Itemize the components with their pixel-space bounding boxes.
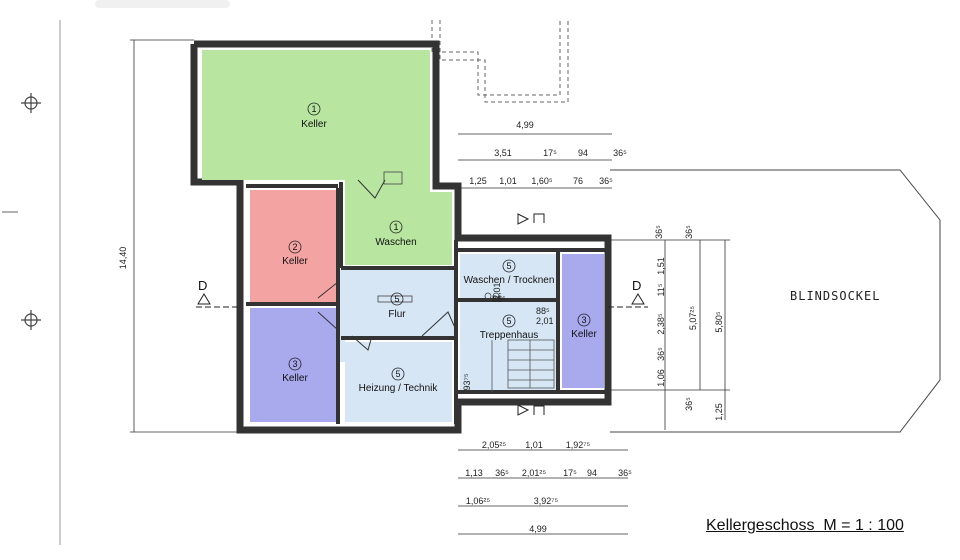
svg-text:5: 5 bbox=[506, 316, 511, 326]
dim-left: 14,40 bbox=[118, 247, 128, 270]
svg-text:11⁵: 11⁵ bbox=[656, 283, 666, 296]
svg-text:4,99: 4,99 bbox=[529, 524, 547, 534]
room-waschen-trocknen bbox=[460, 254, 556, 300]
svg-text:1,51: 1,51 bbox=[656, 257, 666, 275]
svg-text:1,01: 1,01 bbox=[525, 440, 543, 450]
washer-fixtures bbox=[377, 171, 500, 303]
room-treppenhaus-label: 5 Treppenhaus bbox=[480, 314, 539, 341]
svg-text:36⁵: 36⁵ bbox=[618, 468, 632, 478]
room-keller-1-label: 1 Keller bbox=[301, 102, 327, 130]
svg-text:1: 1 bbox=[393, 222, 398, 232]
room-heizung-label: 5 Heizung / Technik bbox=[359, 367, 439, 394]
svg-text:2,01: 2,01 bbox=[536, 316, 554, 326]
svg-text:D: D bbox=[632, 278, 641, 293]
room-keller-3-left-label: 3 Keller bbox=[282, 357, 308, 384]
svg-text:94: 94 bbox=[578, 148, 588, 158]
room-labels: 1 Keller 1 Waschen 2 Keller 5 Flur 3 Kel… bbox=[282, 102, 597, 394]
staircase bbox=[491, 339, 555, 392]
svg-text:2,01²⁵: 2,01²⁵ bbox=[522, 468, 547, 478]
top-bar bbox=[95, 0, 230, 8]
building-walls bbox=[190, 40, 612, 434]
dims-misc: 93⁷⁵ 88⁵ 2,01 88⁵ 2,01 bbox=[462, 282, 554, 390]
svg-text:88⁵: 88⁵ bbox=[536, 306, 550, 316]
svg-text:1,06²⁵: 1,06²⁵ bbox=[466, 496, 491, 506]
room-waschen-trocknen-label: 5 Waschen / Trocknen bbox=[464, 259, 555, 286]
svg-text:93⁷⁵: 93⁷⁵ bbox=[462, 373, 472, 390]
svg-text:3: 3 bbox=[292, 359, 297, 369]
svg-text:36⁵: 36⁵ bbox=[684, 225, 694, 239]
room-heizung bbox=[345, 342, 452, 422]
svg-text:2,38⁵: 2,38⁵ bbox=[656, 313, 666, 335]
svg-text:Flur: Flur bbox=[388, 309, 406, 320]
svg-text:1,25: 1,25 bbox=[469, 176, 487, 186]
section-mark-right: D bbox=[608, 278, 648, 308]
svg-text:36⁵: 36⁵ bbox=[613, 148, 627, 158]
room-flur-label: 5 Flur bbox=[388, 292, 406, 320]
room-waschen-label: 1 Waschen bbox=[375, 220, 417, 248]
room-flur bbox=[338, 270, 456, 362]
svg-text:36⁵: 36⁵ bbox=[495, 468, 509, 478]
dims-top: 4,99 3,51 17⁵ 94 36⁵ 1,25 1,01 1,60⁵ 76 … bbox=[469, 120, 627, 186]
svg-text:5: 5 bbox=[395, 369, 400, 379]
svg-text:Keller: Keller bbox=[282, 373, 308, 384]
svg-text:17⁵: 17⁵ bbox=[543, 148, 557, 158]
room-keller-2-label: 2 Keller bbox=[282, 240, 308, 267]
svg-text:1: 1 bbox=[311, 104, 316, 114]
svg-text:Keller: Keller bbox=[301, 119, 327, 130]
dimension-lines bbox=[130, 39, 730, 535]
svg-text:36⁵: 36⁵ bbox=[656, 347, 666, 361]
room-waschen bbox=[345, 180, 452, 265]
section-arrow-bottom bbox=[517, 404, 545, 416]
svg-text:1,13: 1,13 bbox=[465, 468, 483, 478]
svg-text:5: 5 bbox=[394, 294, 399, 304]
svg-text:36⁵: 36⁵ bbox=[654, 225, 664, 239]
svg-text:Heizung / Technik: Heizung / Technik bbox=[359, 383, 439, 394]
svg-text:36⁵: 36⁵ bbox=[599, 176, 613, 186]
svg-text:3: 3 bbox=[581, 315, 586, 325]
svg-text:1,06: 1,06 bbox=[656, 369, 666, 387]
svg-text:1,92⁷⁵: 1,92⁷⁵ bbox=[566, 440, 591, 450]
svg-text:94: 94 bbox=[587, 468, 597, 478]
dims-bottom: 2,05²⁵ 1,01 1,92⁷⁵ 1,13 36⁵ 2,01²⁵ 17⁵ 9… bbox=[465, 440, 632, 534]
svg-text:2,01: 2,01 bbox=[492, 282, 502, 300]
svg-text:1,25: 1,25 bbox=[714, 403, 724, 421]
svg-text:5: 5 bbox=[506, 261, 511, 271]
svg-text:Keller: Keller bbox=[282, 256, 308, 267]
svg-text:5,07²⁵: 5,07²⁵ bbox=[688, 306, 698, 331]
plan-title: Kellergeschoss M = 1 : 100 bbox=[706, 517, 904, 534]
svg-text:1,60⁵: 1,60⁵ bbox=[531, 176, 553, 186]
svg-text:3,51: 3,51 bbox=[494, 148, 512, 158]
dashed-outline bbox=[431, 20, 569, 103]
svg-text:Waschen / Trocknen: Waschen / Trocknen bbox=[464, 275, 555, 286]
svg-text:2: 2 bbox=[292, 242, 297, 252]
svg-text:88⁵: 88⁵ bbox=[492, 294, 506, 304]
blindsockel-label: BLINDSOCKEL bbox=[790, 289, 880, 303]
room-keller-2 bbox=[250, 190, 338, 304]
svg-text:2,05²⁵: 2,05²⁵ bbox=[482, 440, 507, 450]
room-keller-3-left bbox=[250, 308, 338, 422]
section-arrow-top bbox=[517, 213, 545, 225]
svg-text:D: D bbox=[198, 278, 207, 293]
svg-text:36⁵: 36⁵ bbox=[684, 397, 694, 411]
door-swings bbox=[317, 179, 457, 351]
svg-text:5,80⁵: 5,80⁵ bbox=[714, 311, 724, 333]
svg-text:4,99: 4,99 bbox=[516, 120, 534, 130]
svg-text:Keller: Keller bbox=[571, 329, 597, 340]
blindsockel-outline bbox=[610, 169, 941, 433]
crosshair-icon bbox=[21, 93, 41, 113]
room-keller-3-right-label: 3 Keller bbox=[571, 313, 597, 340]
svg-text:17⁵: 17⁵ bbox=[563, 468, 577, 478]
section-mark-left: D bbox=[196, 278, 240, 308]
room-keller-3-right bbox=[562, 254, 604, 388]
svg-text:76: 76 bbox=[573, 176, 583, 186]
dims-right: 36⁵ 36⁵ 1,51 11⁵ 2,38⁵ 36⁵ 1,06 5,07²⁵ 5… bbox=[654, 225, 724, 421]
svg-text:Treppenhaus: Treppenhaus bbox=[480, 330, 539, 341]
svg-text:Waschen: Waschen bbox=[375, 237, 416, 248]
svg-text:1,01: 1,01 bbox=[499, 176, 517, 186]
svg-text:3,92⁷⁵: 3,92⁷⁵ bbox=[534, 496, 559, 506]
crosshair-icon bbox=[21, 310, 41, 330]
